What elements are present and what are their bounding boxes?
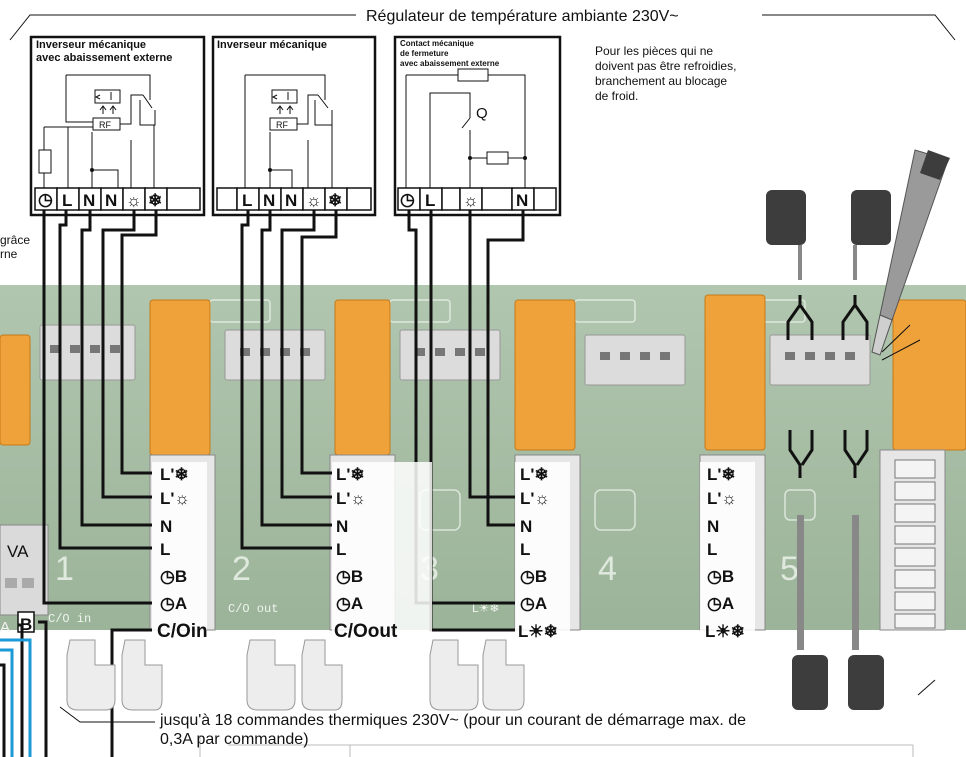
ch1-label-6: ◷A bbox=[160, 594, 187, 613]
actuator-top-1 bbox=[766, 190, 806, 280]
cutoff-text-1: grâce bbox=[0, 233, 30, 247]
ch2-label-6: ◷A bbox=[336, 594, 363, 613]
relays bbox=[0, 294, 966, 456]
channel-1-labels: L'❄ L'☼ N L ◷B ◷A C/Oin bbox=[152, 462, 208, 642]
actuator-bottom-2 bbox=[848, 515, 884, 710]
screwdriver-icon bbox=[871, 149, 950, 361]
box1-term-6: ❄ bbox=[148, 191, 162, 210]
box3-title-line2: de fermeture bbox=[400, 49, 449, 58]
ch3-label-4: L bbox=[520, 540, 530, 559]
title-bracket: Régulateur de température ambiante 230V~ bbox=[9, 8, 956, 41]
ch3-label-3: N bbox=[520, 517, 532, 536]
box3-term-2: L bbox=[425, 191, 435, 210]
footer-line-1: jusqu'à 18 commandes thermiques 230V~ (p… bbox=[159, 712, 746, 729]
ch4-label-2: L'☼ bbox=[707, 489, 737, 508]
box2-term-6: ❄ bbox=[328, 191, 342, 210]
wire-forks-bottom bbox=[788, 430, 869, 478]
ch1-label-7: C/Oin bbox=[157, 621, 208, 642]
top-terminal-screws bbox=[50, 345, 855, 360]
box1-title-line2: avec abaissement externe bbox=[36, 52, 172, 64]
box2-term-5: ☼ bbox=[306, 191, 322, 210]
box1-rf-label: RF bbox=[99, 120, 111, 130]
va-connector: VA B A bbox=[0, 524, 49, 636]
ch2-label-3: N bbox=[336, 517, 348, 536]
note-line-4: de froid. bbox=[595, 89, 638, 103]
ch2-label-1: L'❄ bbox=[336, 465, 365, 484]
channel-3-labels: L'❄ L'☼ N L ◷B ◷A L☀❄ bbox=[515, 462, 570, 642]
thermostat-box-2: Inverseur mécanique RF L N N ☼ ❄ bbox=[211, 35, 377, 217]
channel-number-5: 5 bbox=[780, 550, 799, 588]
footer-bracket: jusqu'à 18 commandes thermiques 230V~ (p… bbox=[59, 679, 936, 757]
box3-term-1: ◷ bbox=[400, 190, 415, 209]
channel-4-labels: L'❄ L'☼ N L ◷B ◷A L☀❄ bbox=[700, 462, 755, 642]
thermostat-box-1: Inverseur mécanique avec abaissement ext… bbox=[29, 35, 206, 217]
box3-title-line3: avec abaissement externe bbox=[400, 59, 500, 68]
box2-title-line1: Inverseur mécanique bbox=[217, 39, 327, 51]
box3-term-6: N bbox=[516, 191, 528, 210]
ch4-label-5: ◷B bbox=[707, 567, 734, 586]
box1-term-5: ☼ bbox=[126, 191, 142, 210]
ch3-label-7: L☀❄ bbox=[518, 622, 558, 641]
ch1-label-1: L'❄ bbox=[160, 465, 189, 484]
ch1-label-5: ◷B bbox=[160, 567, 187, 586]
box2-term-4: N bbox=[285, 191, 297, 210]
ch1-label-4: L bbox=[160, 540, 170, 559]
box1-term-2: L bbox=[62, 191, 72, 210]
wire-forks-top bbox=[786, 295, 869, 340]
footer-line-2: 0,3A par commande) bbox=[160, 731, 309, 748]
channel-number-2: 2 bbox=[232, 550, 251, 588]
box1-term-3: N bbox=[83, 191, 95, 210]
box2-term-3: N bbox=[263, 191, 275, 210]
ch3-label-6: ◷A bbox=[520, 594, 547, 613]
thermostat-box-3: Contact mécanique de fermeture avec abai… bbox=[393, 35, 562, 217]
actuator-top-2 bbox=[851, 190, 891, 280]
channel-number-4: 4 bbox=[598, 550, 617, 588]
top-terminal-blocks bbox=[39, 324, 871, 386]
ch3-label-5: ◷B bbox=[520, 567, 547, 586]
box3-q-label: Q bbox=[476, 105, 488, 122]
thermal-actuators-row bbox=[66, 639, 525, 711]
actuator-bottom-1 bbox=[792, 515, 828, 710]
ch3-label-2: L'☼ bbox=[520, 489, 550, 508]
ch1-label-2: L'☼ bbox=[160, 489, 190, 508]
cutoff-text-2: rne bbox=[0, 247, 18, 261]
silk-label-co-in: C/O in bbox=[48, 612, 91, 626]
box3-term-4: ☼ bbox=[463, 191, 479, 210]
terminal-a-label: A bbox=[0, 619, 10, 636]
ch2-label-7: C/Oout bbox=[334, 621, 398, 642]
box1-title-line1: Inverseur mécanique bbox=[36, 39, 146, 51]
ch4-label-4: L bbox=[707, 540, 717, 559]
main-title: Régulateur de température ambiante 230V~ bbox=[366, 8, 679, 25]
ch4-label-6: ◷A bbox=[707, 594, 734, 613]
note-line-1: Pour les pièces qui ne bbox=[595, 44, 713, 58]
box1-term-1: ◷ bbox=[38, 190, 53, 209]
wires bbox=[0, 210, 525, 757]
ch5-pins bbox=[894, 459, 936, 629]
note-line-3: branchement au blocage bbox=[595, 74, 727, 88]
silk-label-co-out: C/O out bbox=[228, 602, 278, 616]
channel-2-labels: L'❄ L'☼ N L ◷B ◷A C/Oout bbox=[332, 462, 432, 642]
note-block: Pour les pièces qui ne doivent pas être … bbox=[595, 44, 736, 103]
ch3-label-1: L'❄ bbox=[520, 465, 549, 484]
ch2-label-5: ◷B bbox=[336, 567, 363, 586]
channel-number-1: 1 bbox=[55, 550, 74, 588]
box3-title-line1: Contact mécanique bbox=[400, 39, 474, 48]
ch2-label-2: L'☼ bbox=[336, 489, 366, 508]
ch4-label-3: N bbox=[707, 517, 719, 536]
ch1-label-3: N bbox=[160, 517, 172, 536]
ch4-label-7: L☀❄ bbox=[705, 622, 745, 641]
va-label: VA bbox=[7, 542, 29, 561]
box2-rf-label: RF bbox=[276, 120, 288, 130]
box2-term-2: L bbox=[242, 191, 252, 210]
note-line-2: doivent pas être refroidies, bbox=[595, 59, 736, 73]
box1-term-4: N bbox=[105, 191, 117, 210]
ch2-label-4: L bbox=[336, 540, 346, 559]
ch4-label-1: L'❄ bbox=[707, 465, 736, 484]
